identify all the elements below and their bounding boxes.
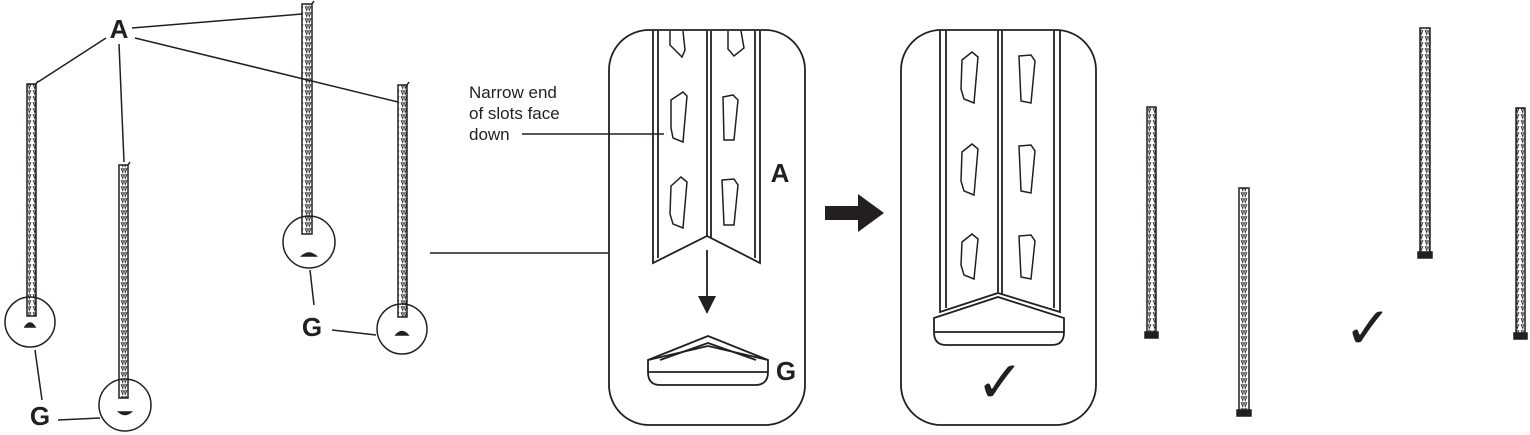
upright-3 — [301, 0, 315, 235]
check-icon-detail: ✓ — [976, 348, 1025, 416]
result-upright-4 — [1513, 107, 1528, 340]
leader-g-left-1 — [34, 349, 43, 401]
detail-footplate-label-g: G — [776, 356, 796, 386]
leader-g-right-2 — [331, 329, 377, 336]
detail-before-frame — [608, 29, 806, 426]
assembled-footplate — [933, 296, 1065, 346]
leader-a-4 — [134, 37, 399, 103]
detail-upright-label-a: A — [771, 158, 790, 188]
result-panel — [1144, 27, 1528, 417]
footplate-circle-4 — [376, 303, 428, 355]
right-arrow-icon — [825, 194, 884, 232]
leader-a-2 — [118, 43, 125, 163]
check-icon-result: ✓ — [1344, 294, 1393, 362]
footplate-1 — [23, 322, 37, 328]
callout-line-2: of slots face — [469, 104, 560, 123]
upright-1 — [26, 80, 39, 317]
result-upright-3 — [1417, 27, 1433, 259]
footplate-circle-2 — [98, 378, 152, 432]
detail-after-frame — [900, 29, 1097, 426]
leader-g-left-2 — [57, 417, 101, 421]
result-upright-2 — [1236, 187, 1252, 417]
upright-4 — [397, 81, 410, 318]
footplate-g — [647, 335, 769, 386]
footplate-label-g-left: G — [30, 401, 50, 431]
assembled-slots — [960, 51, 1036, 281]
footplate-circle-1 — [4, 296, 56, 348]
overview-panel — [4, 0, 608, 432]
upright-label-a: A — [110, 14, 129, 44]
callout-line-1: Narrow end — [469, 83, 557, 102]
detail-after-panel — [900, 29, 1097, 426]
leader-g-right-1 — [309, 269, 315, 306]
footplate-2 — [116, 411, 134, 416]
upright-slots — [669, 30, 745, 230]
callout-line-3: down — [469, 125, 510, 144]
leader-a-3 — [131, 13, 303, 29]
footplate-4 — [394, 330, 410, 336]
result-upright-1 — [1144, 106, 1159, 339]
footplate-circle-3 — [282, 215, 336, 269]
footplate-3 — [299, 252, 319, 257]
upright-2 — [118, 161, 131, 399]
detail-before-panel — [608, 29, 806, 426]
leader-a-1 — [37, 37, 107, 83]
footplate-label-g-right: G — [302, 312, 322, 342]
